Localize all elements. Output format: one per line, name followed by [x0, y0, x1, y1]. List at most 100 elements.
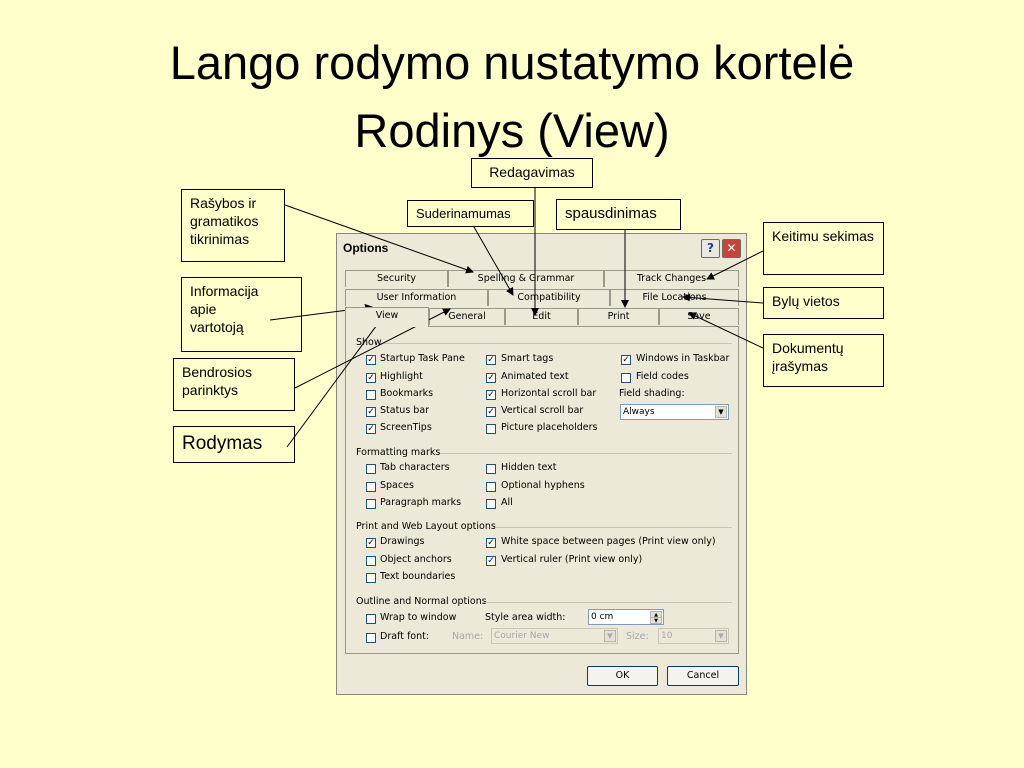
startup-task-pane-label: Startup Task Pane: [380, 353, 465, 364]
chevron-down-icon[interactable]: ▼: [715, 630, 727, 642]
help-icon[interactable]: ?: [701, 239, 720, 258]
bookmarks-checkbox[interactable]: [366, 390, 376, 400]
hidden-text-checkbox[interactable]: [486, 464, 496, 474]
divider: [440, 453, 732, 454]
text-boundaries-checkbox[interactable]: [366, 573, 376, 583]
print-web-group-header: Print and Web Layout options: [356, 521, 496, 532]
tab-user-information[interactable]: User Information: [345, 289, 488, 306]
callout-suderinamumas: Suderinamumas: [407, 200, 534, 227]
horizontal-scroll-bar-checkbox[interactable]: ✓: [486, 390, 496, 400]
screentips-checkbox[interactable]: ✓: [366, 424, 376, 434]
ok-button[interactable]: OK: [587, 666, 658, 686]
slide-title-line1: Lango rodymo nustatymo kortelė: [169, 36, 855, 89]
bookmarks-label: Bookmarks: [380, 388, 434, 399]
tab-compatibility[interactable]: Compatibility: [488, 289, 610, 306]
tab-spelling-grammar[interactable]: Spelling & Grammar: [448, 270, 604, 287]
chevron-down-icon[interactable]: ▼: [604, 630, 616, 642]
tab-characters-checkbox[interactable]: [366, 464, 376, 474]
options-dialog: Options ? ✕ Security Spelling & Grammar …: [336, 233, 747, 695]
field-codes-checkbox[interactable]: [621, 373, 631, 383]
cancel-button[interactable]: Cancel: [667, 666, 739, 686]
style-area-width-label: Style area width:: [485, 612, 566, 623]
font-name-label: Name:: [452, 631, 484, 642]
font-size-label: Size:: [626, 631, 649, 642]
tab-security[interactable]: Security: [345, 270, 448, 287]
vertical-ruler-label: Vertical ruler (Print view only): [501, 554, 643, 565]
view-tab-panel: Show ✓ Startup Task Pane ✓ Highlight Boo…: [345, 326, 739, 654]
draft-font-checkbox[interactable]: [366, 633, 376, 643]
dialog-title: Options: [343, 241, 389, 255]
white-space-label: White space between pages (Print view on…: [501, 536, 716, 547]
callout-rodymas: Rodymas: [173, 426, 295, 463]
status-bar-checkbox[interactable]: ✓: [366, 407, 376, 417]
style-area-width-value: 0 cm: [591, 612, 614, 622]
wrap-to-window-checkbox[interactable]: [366, 614, 376, 624]
divider: [496, 527, 732, 528]
drawings-label: Drawings: [380, 536, 425, 547]
show-group-header: Show: [356, 337, 382, 348]
field-shading-value: Always: [623, 407, 655, 417]
vertical-scroll-bar-checkbox[interactable]: ✓: [486, 407, 496, 417]
tab-save[interactable]: Save: [659, 308, 739, 325]
callout-dokumentu: Dokumentų įrašymas: [763, 334, 884, 387]
spaces-checkbox[interactable]: [366, 482, 376, 492]
draft-font-label: Draft font:: [380, 631, 430, 642]
all-label: All: [501, 497, 513, 508]
tab-print[interactable]: Print: [578, 308, 659, 325]
windows-in-taskbar-checkbox[interactable]: ✓: [621, 355, 631, 365]
tab-file-locations[interactable]: File Locations: [610, 289, 739, 306]
windows-in-taskbar-label: Windows in Taskbar: [636, 353, 730, 364]
highlight-label: Highlight: [380, 371, 423, 382]
divider: [384, 343, 732, 344]
chevron-down-icon[interactable]: ▼: [715, 406, 727, 418]
white-space-checkbox[interactable]: ✓: [486, 538, 496, 548]
callout-rasybos: Rašybos ir gramatikos tikrinimas: [181, 189, 285, 262]
close-icon[interactable]: ✕: [722, 239, 741, 258]
horizontal-scroll-bar-label: Horizontal scroll bar: [501, 388, 597, 399]
picture-placeholders-checkbox[interactable]: [486, 424, 496, 434]
spin-down-icon[interactable]: ▼: [650, 617, 662, 624]
font-name-select[interactable]: Courier New ▼: [491, 628, 618, 644]
smart-tags-label: Smart tags: [501, 353, 554, 364]
formatting-group-header: Formatting marks: [356, 447, 441, 458]
font-size-select[interactable]: 10 ▼: [658, 628, 729, 644]
smart-tags-checkbox[interactable]: ✓: [486, 355, 496, 365]
style-area-width-input[interactable]: 0 cm ▲ ▼: [588, 609, 664, 625]
field-codes-label: Field codes: [636, 371, 689, 382]
animated-text-checkbox[interactable]: ✓: [486, 373, 496, 383]
font-size-value: 10: [661, 631, 673, 641]
tab-edit[interactable]: Edit: [505, 308, 578, 325]
field-shading-select[interactable]: Always ▼: [620, 404, 729, 420]
callout-bendrosios: Bendrosios parinktys: [173, 358, 295, 411]
outline-group-header: Outline and Normal options: [356, 596, 487, 607]
callout-keitimu-sekimas: Keitimu sekimas: [763, 222, 884, 275]
font-name-value: Courier New: [494, 631, 550, 641]
text-boundaries-label: Text boundaries: [380, 571, 456, 582]
vertical-ruler-checkbox[interactable]: ✓: [486, 556, 496, 566]
callout-informacija: Informacija apie vartotoją: [181, 277, 302, 352]
tab-view[interactable]: View: [345, 307, 429, 327]
drawings-checkbox[interactable]: ✓: [366, 538, 376, 548]
spaces-label: Spaces: [380, 480, 414, 491]
object-anchors-label: Object anchors: [380, 554, 452, 565]
wrap-to-window-label: Wrap to window: [380, 612, 457, 623]
tab-general[interactable]: General: [429, 308, 505, 325]
object-anchors-checkbox[interactable]: [366, 556, 376, 566]
optional-hyphens-checkbox[interactable]: [486, 482, 496, 492]
highlight-checkbox[interactable]: ✓: [366, 373, 376, 383]
tab-track-changes[interactable]: Track Changes: [604, 270, 739, 287]
callout-bylu-vietos: Bylų vietos: [763, 287, 884, 319]
paragraph-marks-label: Paragraph marks: [380, 497, 462, 508]
vertical-scroll-bar-label: Vertical scroll bar: [501, 405, 584, 416]
all-checkbox[interactable]: [486, 499, 496, 509]
hidden-text-label: Hidden text: [501, 462, 557, 473]
startup-task-pane-checkbox[interactable]: ✓: [366, 355, 376, 365]
callout-redagavimas: Redagavimas: [471, 158, 593, 188]
divider: [482, 602, 732, 603]
picture-placeholders-label: Picture placeholders: [501, 422, 598, 433]
status-bar-label: Status bar: [380, 405, 430, 416]
screentips-label: ScreenTips: [380, 422, 432, 433]
slide-title-line2: Rodinys (View): [354, 104, 670, 157]
paragraph-marks-checkbox[interactable]: [366, 499, 376, 509]
tab-characters-label: Tab characters: [380, 462, 450, 473]
